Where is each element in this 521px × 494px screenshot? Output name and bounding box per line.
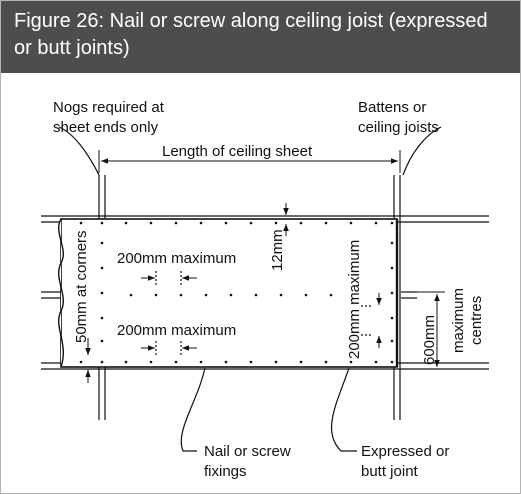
dim-600mm-label: 600mm xyxy=(421,315,438,365)
length-dimension xyxy=(98,150,401,173)
ceiling-sheet xyxy=(60,218,398,368)
leader-lines xyxy=(58,126,442,452)
battens-label-line1: Battens or xyxy=(358,99,426,116)
spacing-ticks xyxy=(155,271,371,356)
max-centres-line1: maximum xyxy=(450,288,467,353)
figure-title: Nail or screw along ceiling joist (expre… xyxy=(14,10,488,59)
fixings-label-line1: Nail or screw xyxy=(204,443,291,460)
ceiling-fixing-diagram: Nogs required at sheet ends only Battens… xyxy=(41,99,489,480)
corners-label: 50mm at corners xyxy=(73,230,90,343)
nogs-label-line1: Nogs required at xyxy=(53,99,165,116)
max-centres-line2: centres xyxy=(468,296,485,345)
joint-label-line2: butt joint xyxy=(361,463,419,480)
dimension-600 xyxy=(417,291,445,370)
sheet-break-line xyxy=(57,218,65,368)
vertical-spacing-label: 200mm maximum xyxy=(346,240,363,359)
fixing-dots xyxy=(79,221,394,364)
joint-label-line1: Expressed or xyxy=(361,443,449,460)
spacing-upper-label: 200mm maximum xyxy=(117,250,236,267)
spacing-arrows xyxy=(85,203,382,383)
fixings-label-line2: fixings xyxy=(204,463,247,480)
figure-header: Figure 26: Nail or screw along ceiling j… xyxy=(1,1,520,73)
battens-label-line2: ceiling joists xyxy=(358,119,439,136)
dim-12mm-label: 12mm xyxy=(269,229,286,271)
nogs-label-line2: sheet ends only xyxy=(53,119,159,136)
length-of-sheet-label: Length of ceiling sheet xyxy=(162,143,313,160)
figure-number: Figure 26: xyxy=(14,10,105,32)
spacing-lower-label: 200mm maximum xyxy=(117,322,236,339)
